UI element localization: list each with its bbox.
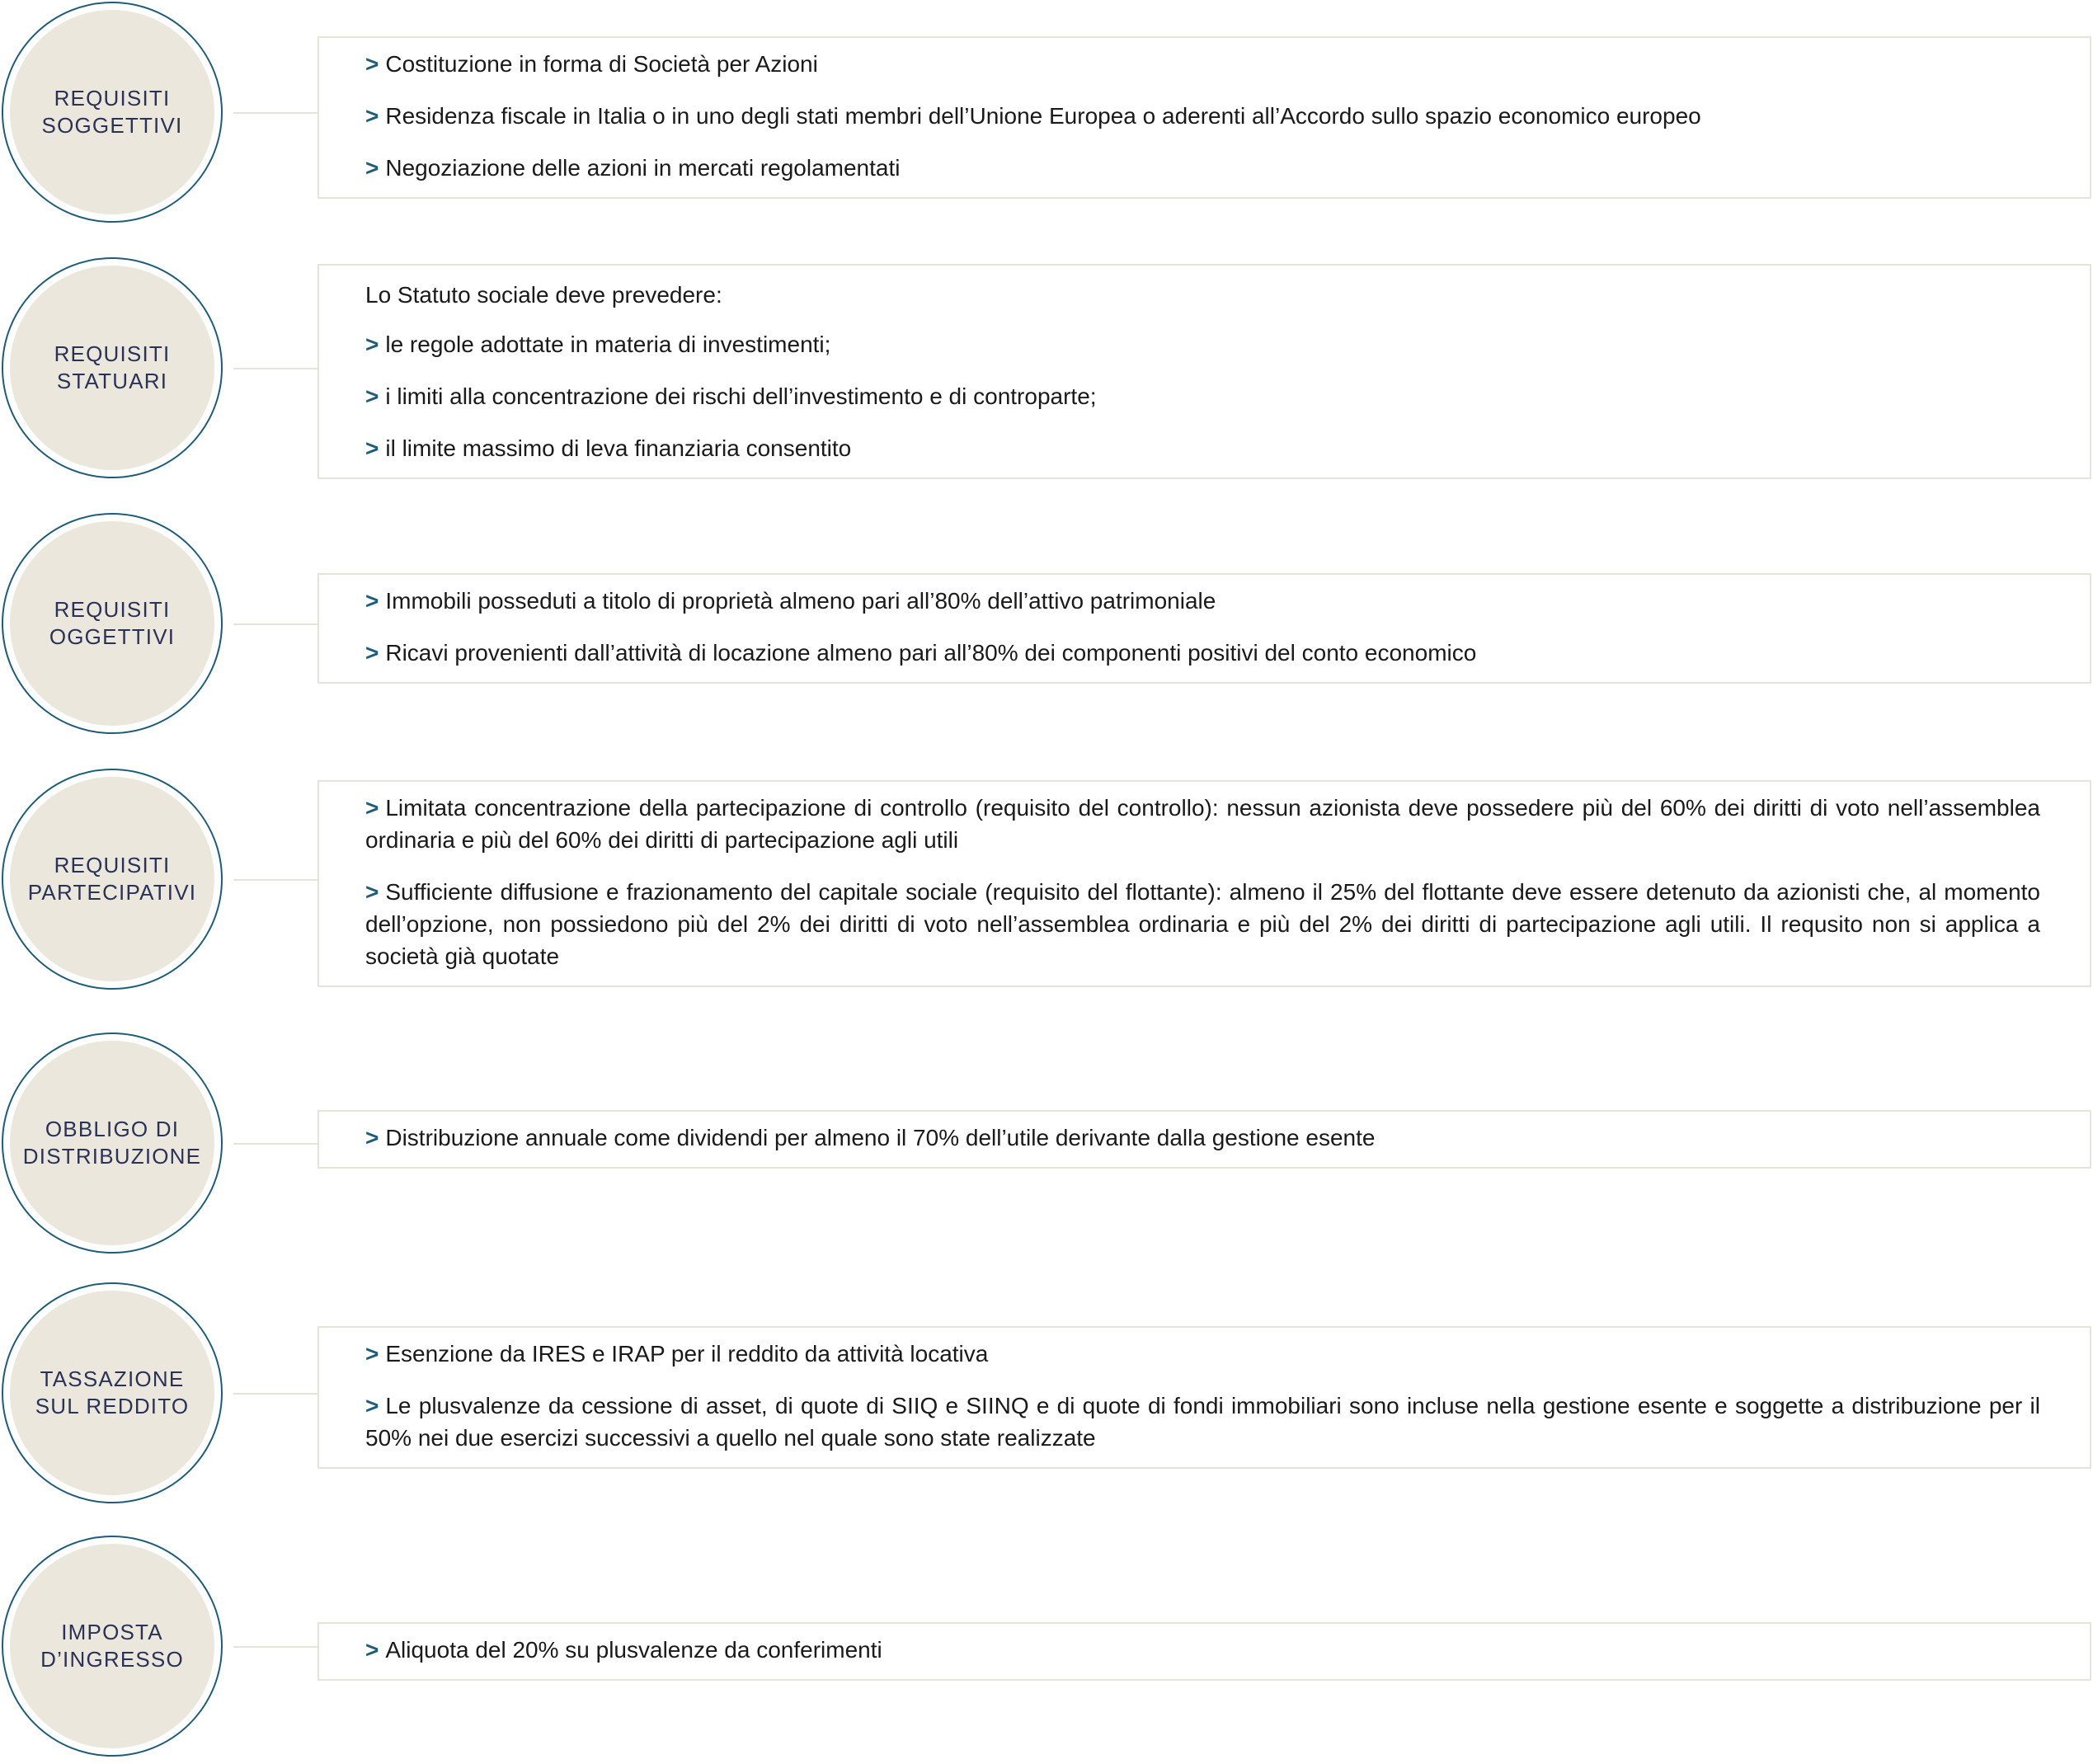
requirement-item: >Negoziazione delle azioni in mercati re… [365, 152, 2040, 184]
requirement-item-text: Distribuzione annuale come dividendi per… [385, 1125, 1376, 1150]
chevron-right-icon: > [365, 1393, 379, 1418]
requirement-item: >Le plusvalenze da cessione di asset, di… [365, 1390, 2040, 1454]
requirement-item-text: Immobili posseduti a titolo di proprietà… [385, 588, 1216, 614]
chevron-right-icon: > [365, 1637, 379, 1663]
requirement-item-text: Negoziazione delle azioni in mercati reg… [385, 155, 901, 181]
requirement-box: >Distribuzione annuale come dividendi pe… [317, 1110, 2091, 1169]
connector-line [233, 1393, 317, 1395]
chevron-right-icon: > [365, 1125, 379, 1150]
requirement-box: >Aliquota del 20% su plusvalenze da conf… [317, 1622, 2091, 1681]
category-circle-fill: REQUISITI PARTECIPATIVI [10, 777, 214, 981]
category-label: REQUISITI STATUARI [54, 341, 171, 393]
category-label: TASSAZIONE SUL REDDITO [35, 1367, 190, 1418]
chevron-right-icon: > [365, 51, 379, 77]
requirement-box: Lo Statuto sociale deve prevedere:>le re… [317, 264, 2091, 479]
box-intro-text: Lo Statuto sociale deve prevedere: [365, 282, 722, 308]
category-circle: REQUISITI PARTECIPATIVI [2, 769, 223, 990]
requirement-box: >Esenzione da IRES e IRAP per il reddito… [317, 1326, 2091, 1469]
requirement-item: >Esenzione da IRES e IRAP per il reddito… [365, 1338, 2040, 1370]
requirement-item-text: Aliquota del 20% su plusvalenze da confe… [385, 1637, 882, 1663]
requirement-item-text: i limiti alla concentrazione dei rischi … [385, 383, 1097, 409]
requirement-item: >Distribuzione annuale come dividendi pe… [365, 1122, 2040, 1154]
category-circle-fill: REQUISITI STATUARI [10, 266, 214, 470]
chevron-right-icon: > [365, 588, 379, 614]
category-circle-fill: OBBLIGO DI DISTRIBUZIONE [10, 1041, 214, 1245]
chevron-right-icon: > [365, 155, 379, 181]
requirement-item: >il limite massimo di leva finanziaria c… [365, 432, 2040, 464]
requirement-box: >Costituzione in forma di Società per Az… [317, 36, 2091, 199]
chevron-right-icon: > [365, 640, 379, 666]
requirement-item-text: Costituzione in forma di Società per Azi… [385, 51, 818, 77]
requirement-item-text: Ricavi provenienti dall’attività di loca… [385, 640, 1477, 666]
category-label: REQUISITI SOGGETTIVI [41, 86, 183, 138]
requirement-box: >Limitata concentrazione della partecipa… [317, 780, 2091, 987]
category-circle-fill: REQUISITI OGGETTIVI [10, 521, 214, 726]
category-circle: REQUISITI SOGGETTIVI [2, 2, 223, 223]
category-circle-fill: REQUISITI SOGGETTIVI [10, 10, 214, 214]
requirement-item-text: Limitata concentrazione della partecipaz… [365, 795, 2040, 853]
requirement-item: >i limiti alla concentrazione dei rischi… [365, 380, 2040, 412]
requirement-item: >Residenza fiscale in Italia o in uno de… [365, 100, 2040, 132]
category-circle: REQUISITI OGGETTIVI [2, 513, 223, 734]
category-circle-fill: TASSAZIONE SUL REDDITO [10, 1291, 214, 1495]
chevron-right-icon: > [365, 332, 379, 357]
category-circle: OBBLIGO DI DISTRIBUZIONE [2, 1033, 223, 1254]
category-circle: TASSAZIONE SUL REDDITO [2, 1282, 223, 1503]
connector-line [233, 112, 317, 114]
requirement-item-text: Esenzione da IRES e IRAP per il reddito … [385, 1341, 989, 1367]
category-label: OBBLIGO DI DISTRIBUZIONE [22, 1117, 202, 1169]
chevron-right-icon: > [365, 795, 379, 821]
requirement-item-text: Sufficiente diffusione e frazionamento d… [365, 879, 2040, 969]
category-circle: REQUISITI STATUARI [2, 257, 223, 478]
connector-line [233, 1646, 317, 1648]
requirement-item: >Sufficiente diffusione e frazionamento … [365, 876, 2040, 972]
requirement-item-text: Residenza fiscale in Italia o in uno deg… [385, 103, 1701, 129]
requirement-item-text: il limite massimo di leva finanziaria co… [385, 435, 852, 461]
connector-line [233, 1143, 317, 1145]
category-label: REQUISITI OGGETTIVI [49, 597, 176, 649]
requirement-item: >le regole adottate in materia di invest… [365, 328, 2040, 360]
connector-line [233, 368, 317, 369]
connector-line [233, 623, 317, 625]
chevron-right-icon: > [365, 383, 379, 409]
connector-line [233, 879, 317, 881]
requirement-item: >Limitata concentrazione della partecipa… [365, 792, 2040, 856]
chevron-right-icon: > [365, 435, 379, 461]
requirement-item: >Ricavi provenienti dall’attività di loc… [365, 637, 2040, 669]
category-circle-fill: IMPOSTA D’INGRESSO [10, 1544, 214, 1748]
requirement-item-text: Le plusvalenze da cessione di asset, di … [365, 1393, 2040, 1451]
requirement-item: >Costituzione in forma di Società per Az… [365, 48, 2040, 80]
category-label: REQUISITI PARTECIPATIVI [27, 853, 197, 905]
chevron-right-icon: > [365, 879, 379, 905]
requirement-box: >Immobili posseduti a titolo di propriet… [317, 573, 2091, 684]
category-circle: IMPOSTA D’INGRESSO [2, 1536, 223, 1757]
requirement-item: >Immobili posseduti a titolo di propriet… [365, 585, 2040, 617]
chevron-right-icon: > [365, 1341, 379, 1367]
requirement-item: >Aliquota del 20% su plusvalenze da conf… [365, 1634, 2040, 1666]
requirement-item-text: le regole adottate in materia di investi… [385, 332, 831, 357]
chevron-right-icon: > [365, 103, 379, 129]
category-label: IMPOSTA D’INGRESSO [40, 1620, 184, 1672]
